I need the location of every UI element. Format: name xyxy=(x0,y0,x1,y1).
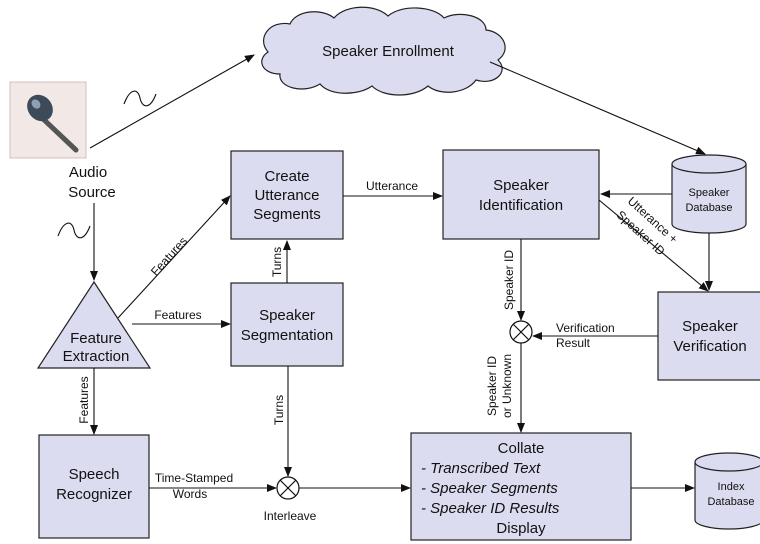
speech-recognizer-label-line1: Speech xyxy=(69,466,120,483)
create-utterance-label-line1: Create xyxy=(264,168,309,185)
create-utterance-segments-box: Create Utterance Segments xyxy=(230,150,344,240)
collate-box: Collate - Transcribed Text - Speaker Seg… xyxy=(410,432,632,541)
connector-arrows xyxy=(89,54,713,492)
feature-extraction-triangle: Feature Extraction xyxy=(36,280,152,369)
index-database-label-line1: Index xyxy=(718,481,745,493)
edge-label-verification-result-line1: Verification xyxy=(556,321,615,335)
feature-extraction-label-line2: Extraction xyxy=(63,348,130,365)
collate-item-speaker-segments: - Speaker Segments xyxy=(421,480,558,497)
speaker-segmentation-box: Speaker Segmentation xyxy=(230,282,344,367)
speaker-verification-label-line2: Verification xyxy=(673,338,746,355)
edge-label-features-mid: Features xyxy=(154,308,201,322)
speech-recognizer-box: Speech Recognizer xyxy=(38,434,150,539)
collate-footer: Display xyxy=(496,520,546,537)
speaker-identification-box: Speaker Identification xyxy=(442,149,600,240)
audio-wave-icon-upper xyxy=(123,90,157,107)
speaker-database-label-line2: Database xyxy=(685,202,732,214)
speaker-database-cylinder: Speaker Database xyxy=(671,154,747,234)
create-utterance-label-line3: Segments xyxy=(253,206,321,223)
create-utterance-label-line2: Utterance xyxy=(254,187,319,204)
edge-label-speaker-id-or-unknown-line1: Speaker ID xyxy=(485,356,499,416)
edge-label-features-upper: Features xyxy=(148,234,190,279)
audio-source-label-line1: Audio xyxy=(69,164,107,181)
collate-item-transcribed-text: - Transcribed Text xyxy=(421,460,541,477)
speaker-identification-label-line2: Identification xyxy=(479,197,563,214)
edge-label-turns-upper: Turns xyxy=(270,247,284,277)
speaker-database-label-line1: Speaker xyxy=(689,187,730,199)
microphone-icon xyxy=(9,81,87,159)
edge-label-time-stamped-line2: Words xyxy=(173,487,207,501)
feature-extraction-label-line1: Feature xyxy=(70,330,122,347)
edge-label-features-left: Features xyxy=(77,376,91,423)
speaker-enrollment-cloud: Speaker Enrollment xyxy=(261,6,506,96)
speaker-verification-label-line1: Speaker xyxy=(682,318,738,335)
edge-label-utterance: Utterance xyxy=(366,179,418,193)
audio-wave-icon-lower xyxy=(57,222,91,239)
collate-item-speaker-id-results: - Speaker ID Results xyxy=(421,500,560,517)
speaker-enrollment-label: Speaker Enrollment xyxy=(322,43,455,60)
speaker-identification-label-line1: Speaker xyxy=(493,177,549,194)
edge-label-turns-lower: Turns xyxy=(272,395,286,425)
interleave-combiner-circle xyxy=(276,476,300,500)
speaker-verification-box: Speaker Verification xyxy=(657,291,760,381)
speech-recognizer-label-line2: Recognizer xyxy=(56,486,132,503)
collate-title: Collate xyxy=(498,440,545,457)
speaker-segmentation-label-line1: Speaker xyxy=(259,307,315,324)
verification-combiner-circle xyxy=(509,320,533,344)
edge-label-speaker-id: Speaker ID xyxy=(502,250,516,310)
edge-label-verification-result-line2: Result xyxy=(556,336,591,350)
speaker-segmentation-label-line2: Segmentation xyxy=(241,327,334,344)
audio-source-label-line2: Source xyxy=(68,184,116,201)
index-database-label-line2: Database xyxy=(707,496,754,508)
index-database-cylinder: Index Database xyxy=(694,452,760,530)
edge-label-time-stamped-line1: Time-Stamped xyxy=(155,471,233,485)
edge-label-speaker-id-or-unknown-line2: or Unknown xyxy=(500,354,514,418)
interleave-label: Interleave xyxy=(264,509,317,523)
